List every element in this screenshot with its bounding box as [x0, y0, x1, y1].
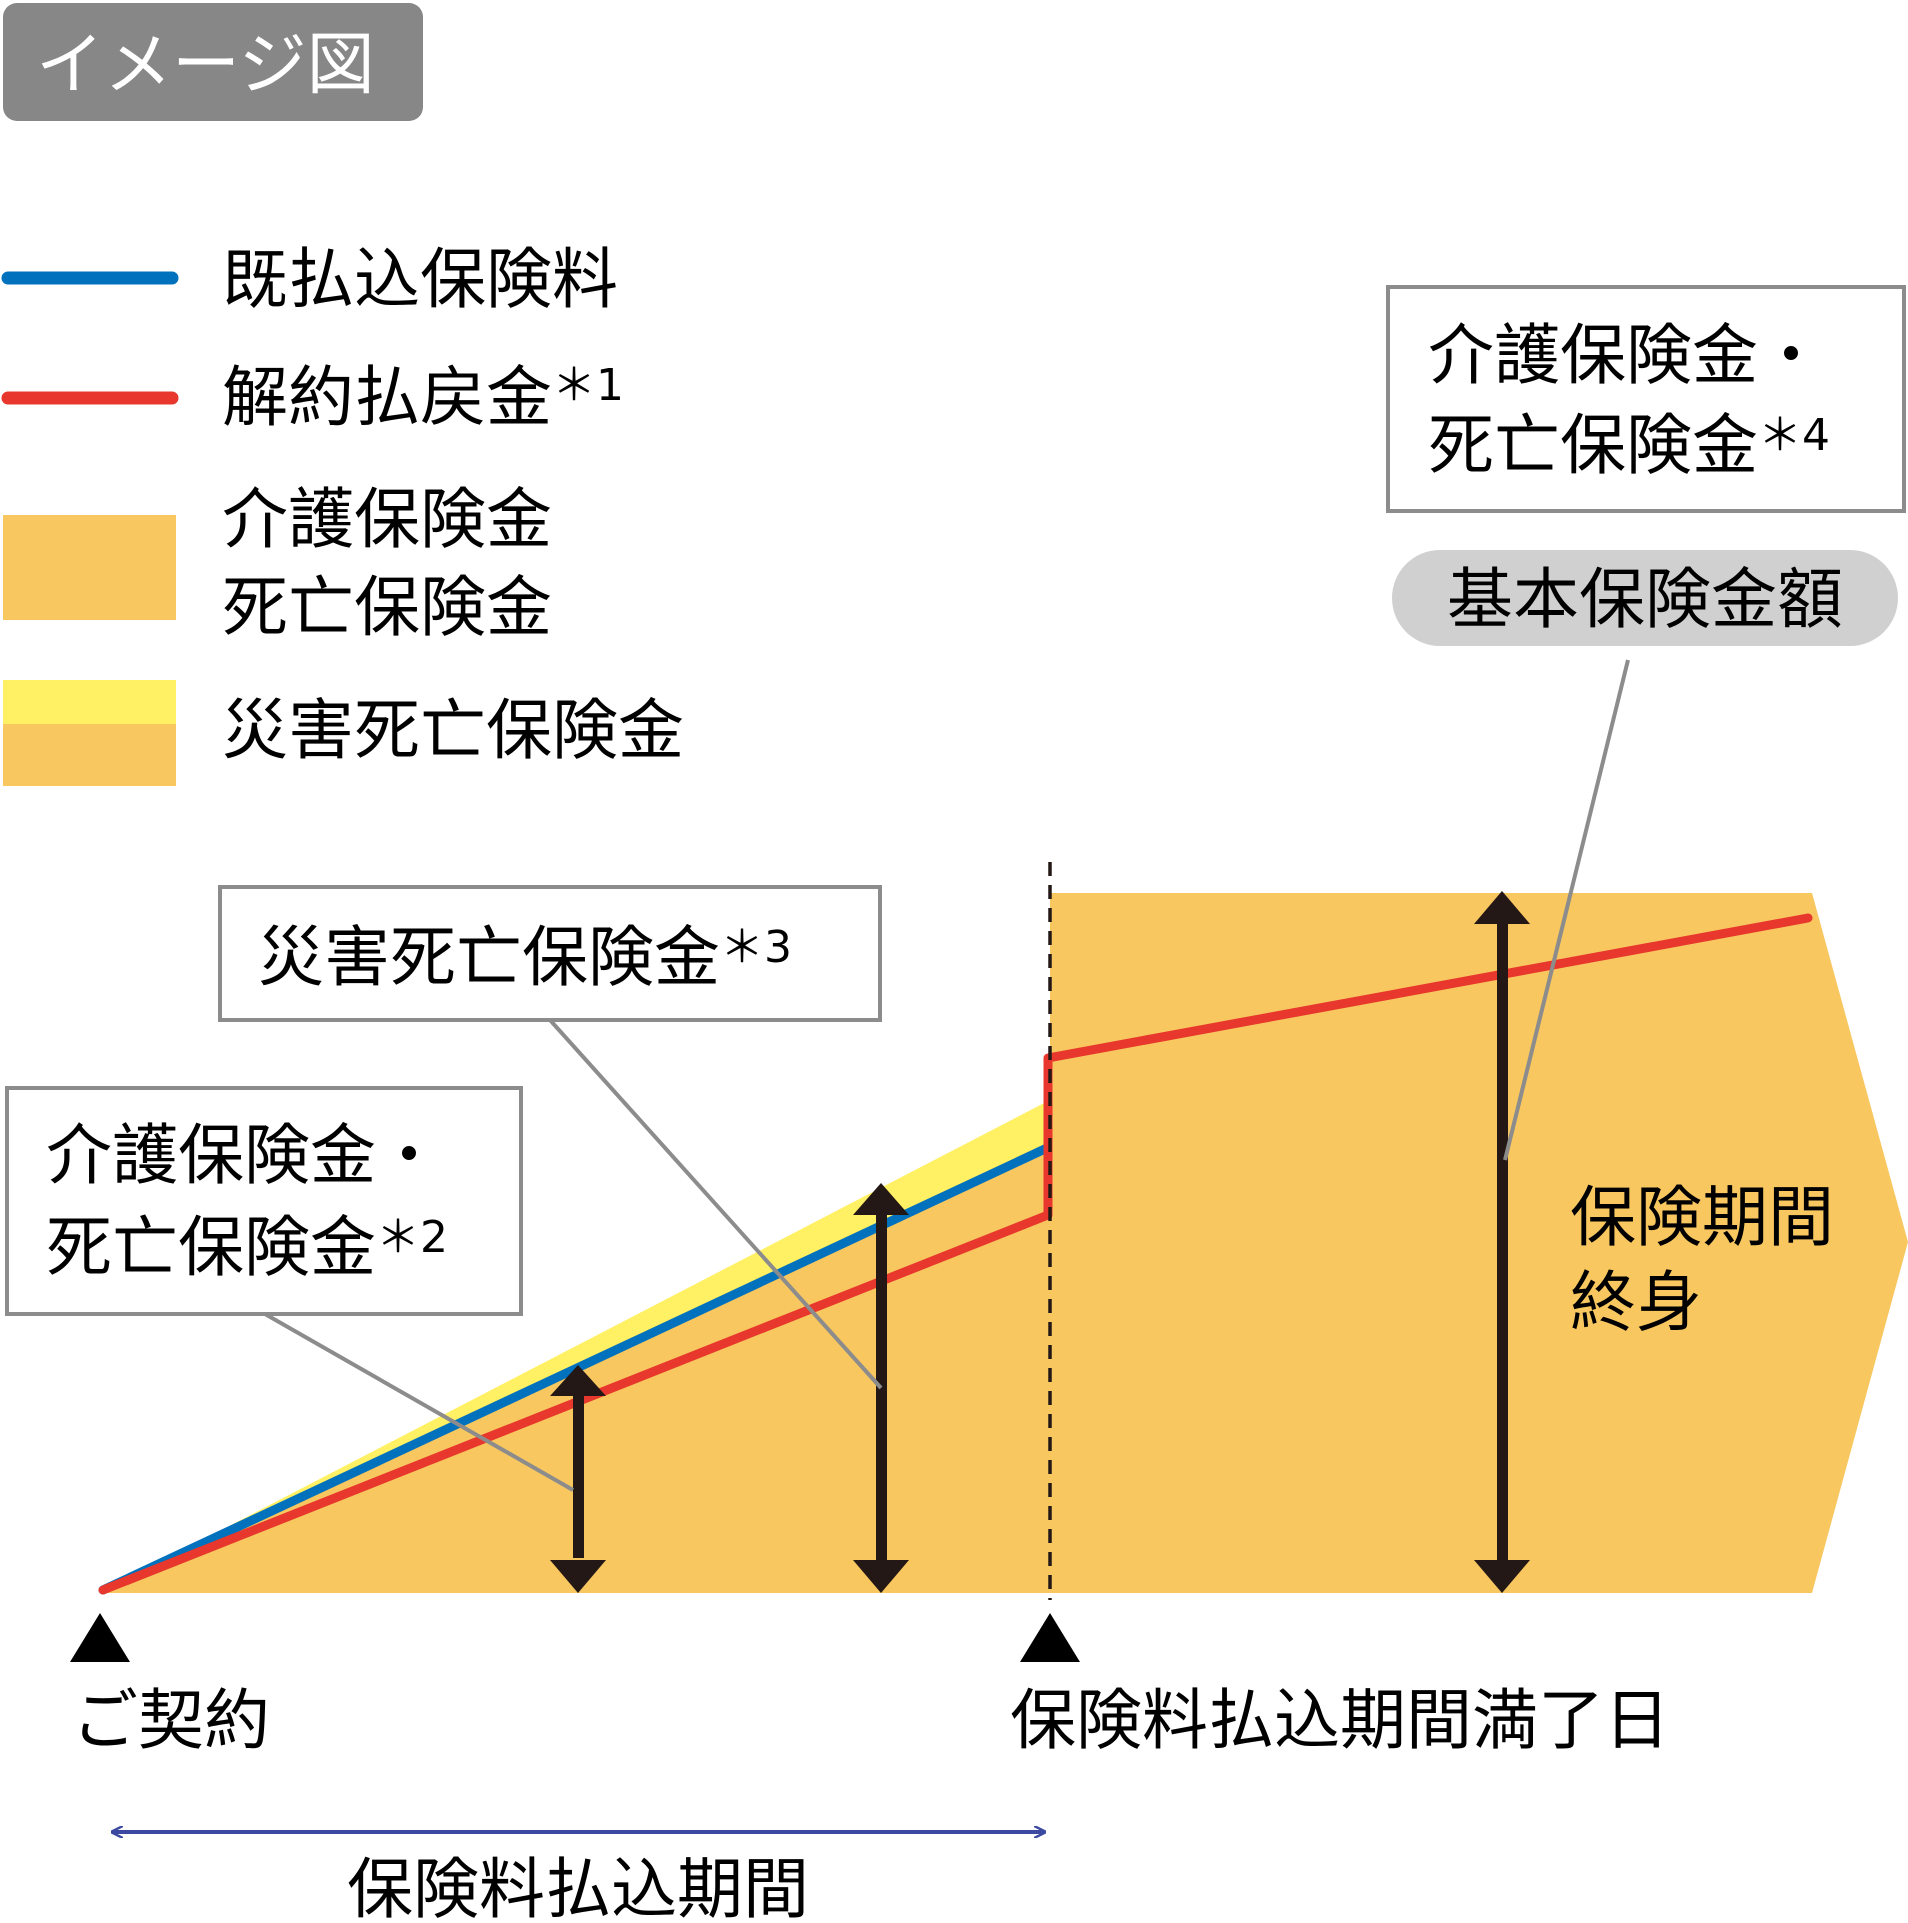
callout-accident-death-3-box: [218, 885, 882, 1022]
legend-orange-swatch: [3, 515, 176, 620]
legend-surrender-label: 解約払戻金＊1: [222, 359, 624, 436]
pointer-basic-amount: [1503, 659, 1630, 1161]
legend-paid-premiums-label: 既払込保険料: [222, 241, 618, 318]
legend-care-death-line2: 死亡保険金: [222, 569, 552, 646]
legend-yellow-swatch: [3, 680, 176, 724]
pointer-accident-death-3: [548, 1018, 883, 1390]
callout-care-death-2-line1: 介護保険金・: [46, 1117, 442, 1194]
callout-care-death-4-line2: 死亡保険金＊4: [1428, 407, 1830, 484]
payment-period-label: 保険料払込期間: [347, 1851, 809, 1919]
callout-care-death-4-box: [1386, 285, 1906, 513]
coverage-period-line1: 保険期間: [1570, 1179, 1834, 1256]
contract-start-label: ご契約: [72, 1682, 270, 1759]
badge-label: イメージ図: [36, 26, 375, 105]
legend-accident-death-label: 災害死亡保険金: [222, 692, 684, 769]
payment-end-marker: [1020, 1613, 1080, 1662]
callout-basic-amount-text: 基本保険金額: [1447, 561, 1843, 638]
arrow-care-death-2: [550, 1365, 606, 1593]
callout-care-death-2-box: [5, 1086, 523, 1316]
callout-basic-amount-pill: [1392, 550, 1898, 646]
legend-care-death-line1: 介護保険金: [222, 481, 552, 558]
pointer-care-death-2: [264, 1312, 574, 1492]
arrow-accident-death-3: [853, 1183, 909, 1593]
legend-orange-swatch-2: [3, 724, 176, 786]
contract-start-marker: [70, 1613, 130, 1662]
payment-end-label: 保険料払込期間満了日: [1010, 1682, 1670, 1759]
callout-accident-death-3-text: 災害死亡保険金＊3: [258, 919, 792, 996]
coverage-period-line2: 終身: [1570, 1264, 1702, 1341]
arrow-care-death-4: [1474, 891, 1530, 1593]
yellow-accident-area: [100, 1100, 1050, 1593]
callout-care-death-2-line2: 死亡保険金＊2: [46, 1209, 448, 1286]
callout-care-death-4-line1: 介護保険金・: [1428, 317, 1824, 394]
lifetime-coverage-area: [1050, 893, 1908, 1593]
badge-background: [3, 3, 423, 121]
